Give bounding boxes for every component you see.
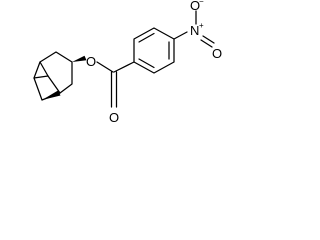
aromatic-inner-bond-3 [138, 58, 155, 69]
molecule-canvas: O O N + O − O [0, 0, 250, 153]
nitro-group [173, 10, 215, 48]
bicyclic-ring-system [33, 51, 87, 101]
ring-to-nitrogen-bond [173, 31, 188, 40]
wedge-bond-bridgehead [42, 90, 61, 100]
bridge-methylene-bond [33, 75, 49, 79]
carbonyl-to-ring-bond [113, 61, 135, 73]
oxygen-negative-charge: − [199, 0, 204, 6]
nitro-nitrogen-label: N [190, 23, 199, 38]
bridgehead-bond-lower [47, 75, 61, 94]
ester-linkage [96, 61, 135, 108]
nitrogen-oxygen-double-bond-b [200, 39, 213, 48]
nitro-bottom-oxygen-label: O [212, 46, 222, 61]
ester-oxygen-label: O [86, 54, 96, 69]
nitrogen-positive-charge: + [199, 21, 204, 30]
bridgehead-bond-upper [39, 61, 49, 77]
nitrogen-oxygen-double-bond-a [202, 35, 215, 44]
nitro-top-oxygen-label: O [190, 0, 200, 13]
aromatic-inner-bond-1 [138, 32, 155, 43]
carbonyl-oxygen-label: O [109, 110, 119, 125]
bicyclic-outer-ring-bonds [33, 51, 73, 101]
chemical-structure-diagram: O O N + O − O [33, 0, 222, 125]
benzene-ring [133, 27, 175, 74]
wedge-bond-to-ester-oxygen [72, 55, 87, 62]
ester-oxygen-to-carbonyl-bond [96, 61, 114, 73]
benzene-ring-outline [133, 27, 175, 74]
